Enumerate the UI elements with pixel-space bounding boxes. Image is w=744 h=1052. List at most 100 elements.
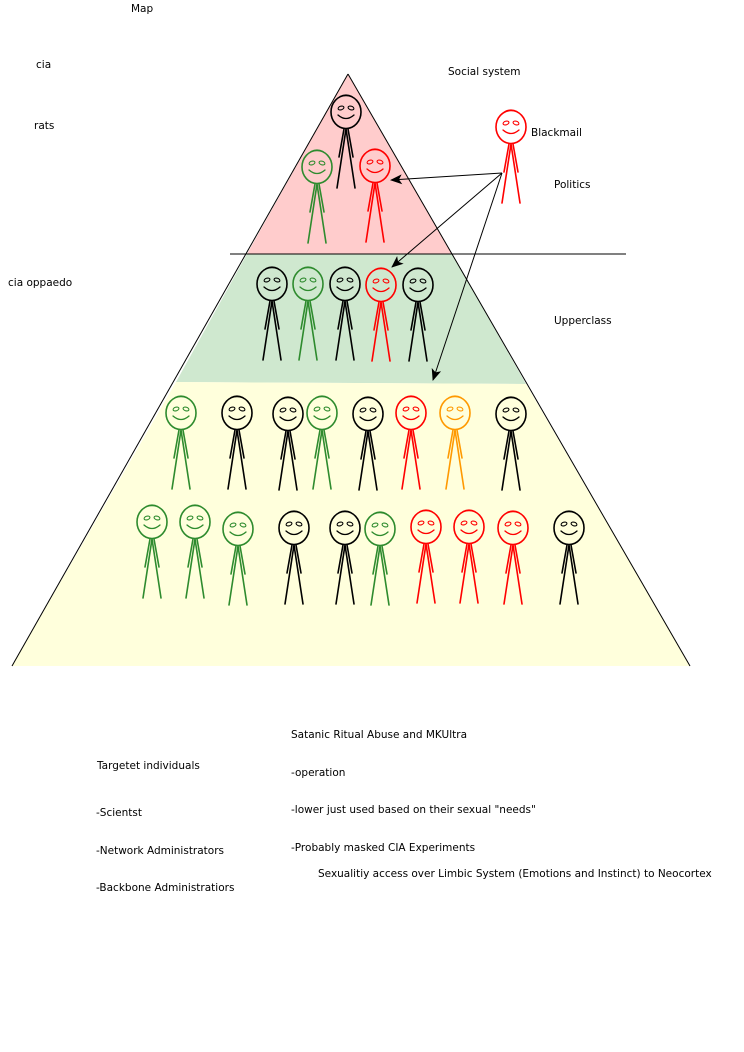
figure-eye xyxy=(456,406,464,412)
figure-arm xyxy=(346,300,353,330)
figure-eye xyxy=(336,521,344,527)
figure-eye xyxy=(412,406,420,412)
figure-arm xyxy=(403,429,410,459)
figure-eye xyxy=(369,407,377,413)
figure-legs xyxy=(278,430,298,491)
arrow-to-top-figure xyxy=(390,172,503,185)
black-stick-figure xyxy=(256,266,288,361)
figure-eye xyxy=(239,522,247,528)
figure-legs xyxy=(358,430,378,491)
figure-mouth xyxy=(336,530,354,536)
figure-eye xyxy=(279,407,287,413)
figure-eye xyxy=(376,159,384,165)
figure-legs xyxy=(459,543,479,604)
figure-legs xyxy=(307,183,327,244)
figure-eye xyxy=(289,407,297,413)
figure-mouth xyxy=(366,168,384,174)
red-stick-figure xyxy=(359,148,391,243)
figure-arm xyxy=(300,300,307,330)
figure-arm xyxy=(273,300,280,330)
figure-legs xyxy=(365,182,385,243)
figure-hair xyxy=(231,511,245,515)
figure-legs xyxy=(185,538,205,599)
figure-eye xyxy=(366,159,374,165)
figure-eye xyxy=(512,407,520,413)
sexuality-note: Sexualitiy access over Limbic System (Em… xyxy=(318,868,712,880)
figure-mouth xyxy=(460,529,478,535)
figure-arm xyxy=(376,182,383,212)
figure-eye xyxy=(347,105,355,111)
green-stick-figure xyxy=(306,395,338,490)
figure-eye xyxy=(427,520,435,526)
figure-legs xyxy=(312,429,332,490)
black-stick-figure xyxy=(329,510,361,605)
satanic-note-line: -lower just used based on their sexual "… xyxy=(291,804,536,816)
figure-arm xyxy=(360,430,367,460)
figure-eye xyxy=(186,515,194,521)
figure-legs xyxy=(371,301,391,362)
figure-mouth xyxy=(502,129,520,135)
pyramid-outline-right xyxy=(347,73,691,667)
figure-eye xyxy=(337,105,345,111)
figure-eye xyxy=(372,278,380,284)
figure-eye xyxy=(263,277,271,283)
figure-arm xyxy=(381,545,388,575)
figure-eye xyxy=(382,278,390,284)
figure-arm xyxy=(367,182,374,212)
figure-hair xyxy=(188,504,202,508)
figure-mouth xyxy=(502,416,520,422)
figure-eye xyxy=(318,160,326,166)
red-stick-figure xyxy=(365,267,397,362)
figure-eye xyxy=(346,521,354,527)
figure-arm xyxy=(153,538,160,568)
rats-label: rats xyxy=(34,120,55,132)
figure-mouth xyxy=(560,530,578,536)
figure-mouth xyxy=(308,169,326,175)
targeted-title: Targetet individuals xyxy=(97,760,200,772)
green-stick-figure xyxy=(364,511,396,606)
figure-eye xyxy=(409,278,417,284)
figure-legs xyxy=(408,301,428,362)
figure-eye xyxy=(504,521,512,527)
green-stick-figure xyxy=(301,149,333,244)
figure-legs xyxy=(501,430,521,491)
figure-eye xyxy=(419,278,427,284)
figure-mouth xyxy=(337,114,355,120)
figure-mouth xyxy=(172,415,190,421)
figure-arm xyxy=(461,543,468,573)
figure-hair xyxy=(411,267,425,271)
figure-arm xyxy=(338,128,345,158)
figure-legs xyxy=(416,543,436,604)
green-stick-figure xyxy=(179,504,211,599)
figure-arm xyxy=(470,543,477,573)
red-stick-figure xyxy=(453,509,485,604)
upperclass-label: Upperclass xyxy=(554,315,612,327)
black-stick-figure xyxy=(221,395,253,490)
satanic-note-line: Satanic Ritual Abuse and MKUltra xyxy=(291,729,468,741)
figure-hair xyxy=(339,94,353,98)
figure-legs xyxy=(298,300,318,361)
figure-hair xyxy=(230,395,244,399)
black-stick-figure xyxy=(329,266,361,361)
figure-legs xyxy=(228,545,248,606)
figure-arm xyxy=(264,300,271,330)
figure-eye xyxy=(560,521,568,527)
blackmail-label: Blackmail xyxy=(531,127,582,139)
figure-mouth xyxy=(279,416,297,422)
figure-hair xyxy=(504,109,518,113)
targeted-list-item: -Network Administrators xyxy=(96,844,225,857)
figure-mouth xyxy=(228,415,246,421)
figure-mouth xyxy=(143,524,161,530)
social-system-label: Social system xyxy=(448,66,521,78)
figure-arm xyxy=(382,301,389,331)
figure-legs xyxy=(401,429,421,490)
figure-legs xyxy=(171,429,191,490)
figure-mouth xyxy=(371,531,389,537)
figure-arm xyxy=(229,429,236,459)
figure-eye xyxy=(359,407,367,413)
figure-legs xyxy=(503,544,523,605)
figure-hair xyxy=(404,395,418,399)
green-stick-figure xyxy=(222,511,254,606)
pyramid-tier-lower xyxy=(12,382,690,666)
